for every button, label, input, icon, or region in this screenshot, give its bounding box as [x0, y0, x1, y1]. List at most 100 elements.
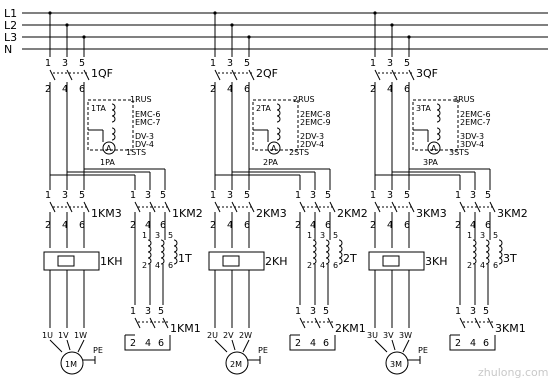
svg-text:4: 4 — [62, 84, 68, 95]
relay-labels: 1RUS EMC-6 EMC-7 DV-3 DV-4 1STS 1PA — [100, 95, 161, 167]
thermal-relay-kh: 1KH — [43, 251, 122, 328]
km1-label: 3KM1 — [495, 322, 526, 335]
svg-text:3: 3 — [310, 190, 316, 201]
svg-text:1: 1 — [370, 58, 376, 69]
current-transformer-box: 2TA A — [252, 99, 299, 155]
meter-label: 1PA — [100, 158, 115, 167]
phase-label-l1: L1 — [4, 7, 17, 20]
svg-text:1: 1 — [45, 58, 51, 69]
ct-label: 3TA — [416, 104, 431, 113]
svg-text:6: 6 — [404, 84, 410, 95]
svg-text:3: 3 — [227, 190, 233, 201]
breaker-label: 3QF — [416, 67, 438, 80]
svg-text:A: A — [431, 144, 437, 153]
svg-text:4: 4 — [155, 261, 160, 270]
svg-text:5: 5 — [160, 190, 166, 201]
breaker-qf: 1 3 5 2QF 2 4 6 — [210, 58, 278, 95]
svg-text:2: 2 — [45, 220, 51, 231]
svg-text:4: 4 — [320, 261, 325, 270]
contactor-km1: 1 3 5 2KM1 2 4 6 — [289, 306, 366, 351]
svg-text:2: 2 — [295, 338, 301, 349]
transformer-label: 2T — [343, 252, 357, 265]
kh-label: 3KH — [425, 255, 447, 268]
svg-text:6: 6 — [325, 220, 331, 231]
svg-text:4: 4 — [470, 338, 476, 349]
pe-label: PE — [93, 346, 103, 355]
km3-label: 3KM3 — [416, 207, 447, 220]
breaker-label: 2QF — [256, 67, 278, 80]
svg-text:6: 6 — [483, 338, 489, 349]
ct-label: 1TA — [91, 104, 106, 113]
svg-text:3: 3 — [145, 190, 151, 201]
svg-text:3: 3 — [480, 231, 485, 240]
svg-text:6: 6 — [158, 338, 164, 349]
km2-label: 3KM2 — [497, 207, 528, 220]
terminal-w: 1W — [74, 331, 87, 340]
meter-label: 2PA — [263, 158, 278, 167]
svg-text:A: A — [106, 144, 112, 153]
svg-text:2: 2 — [455, 338, 461, 349]
motor-symbol — [225, 351, 249, 375]
emc-label-2: 2EMC-7 — [460, 118, 491, 127]
svg-text:1: 1 — [142, 231, 147, 240]
phase-label-n: N — [4, 43, 12, 56]
svg-text:3: 3 — [62, 58, 68, 69]
svg-text:5: 5 — [485, 190, 491, 201]
ct-label: 2TA — [256, 104, 271, 113]
svg-text:1: 1 — [467, 231, 472, 240]
feeder-wires — [48, 11, 86, 57]
svg-text:4: 4 — [387, 84, 393, 95]
svg-text:5: 5 — [168, 231, 173, 240]
km3-label: 2KM3 — [256, 207, 287, 220]
motor-label: 3M — [390, 360, 402, 369]
contactor-km2: 1 3 5 3KM2 2 4 6 — [455, 190, 528, 231]
emc-label-1: EMC-6 — [135, 110, 161, 119]
terminal-v: 3V — [383, 331, 394, 340]
svg-text:1: 1 — [130, 306, 136, 317]
svg-text:3: 3 — [387, 58, 393, 69]
thermal-relay-kh: 2KH — [208, 251, 287, 328]
terminal-v: 2V — [223, 331, 234, 340]
svg-text:5: 5 — [404, 58, 410, 69]
svg-text:4: 4 — [310, 338, 316, 349]
phase-label-l2: L2 — [4, 19, 17, 32]
terminal-w: 3W — [399, 331, 412, 340]
terminal-u: 1U — [42, 331, 53, 340]
contactor-km1: 1 3 5 3KM1 2 4 6 — [449, 306, 526, 351]
contactor-km2: 1 3 5 2KM2 2 4 6 — [295, 190, 368, 231]
meter-label: 3PA — [423, 158, 438, 167]
phase-label-l3: L3 — [4, 31, 17, 44]
sts-label: 1STS — [126, 148, 146, 157]
svg-text:6: 6 — [79, 220, 85, 231]
svg-text:1: 1 — [307, 231, 312, 240]
terminal-u: 2U — [207, 331, 218, 340]
current-transformer-box: 3TA A — [412, 99, 459, 155]
svg-text:5: 5 — [79, 58, 85, 69]
contactor-km2: 1 3 5 1KM2 2 4 6 — [130, 190, 203, 231]
km1-label: 1KM1 — [170, 322, 201, 335]
dv-label-2: 3DV-4 — [460, 140, 484, 149]
transformer-label: 1T — [178, 252, 192, 265]
current-transformer-box: 1TA A — [87, 99, 134, 155]
feeder-wires — [373, 11, 411, 57]
svg-text:2: 2 — [370, 220, 376, 231]
svg-text:1: 1 — [455, 190, 461, 201]
thermal-relay-kh: 3KH — [368, 251, 447, 328]
contactor-km1: 1 3 5 1KM1 2 4 6 — [124, 306, 201, 351]
svg-text:5: 5 — [404, 190, 410, 201]
svg-text:4: 4 — [387, 220, 393, 231]
svg-text:5: 5 — [325, 190, 331, 201]
relay-label: 1RUS — [130, 95, 152, 104]
svg-text:1: 1 — [295, 190, 301, 201]
svg-text:4: 4 — [310, 220, 316, 231]
svg-text:4: 4 — [480, 261, 485, 270]
ammeter-symbol — [427, 141, 441, 155]
svg-text:5: 5 — [244, 190, 250, 201]
breaker-qf: 1 3 5 1QF 2 4 6 — [45, 58, 113, 95]
sts-label: 3STS — [449, 148, 469, 157]
svg-text:6: 6 — [244, 220, 250, 231]
main-wires — [374, 82, 491, 190]
svg-text:2: 2 — [295, 220, 301, 231]
dv-label-1: 2DV-3 — [300, 132, 324, 141]
terminal-v: 1V — [58, 331, 69, 340]
